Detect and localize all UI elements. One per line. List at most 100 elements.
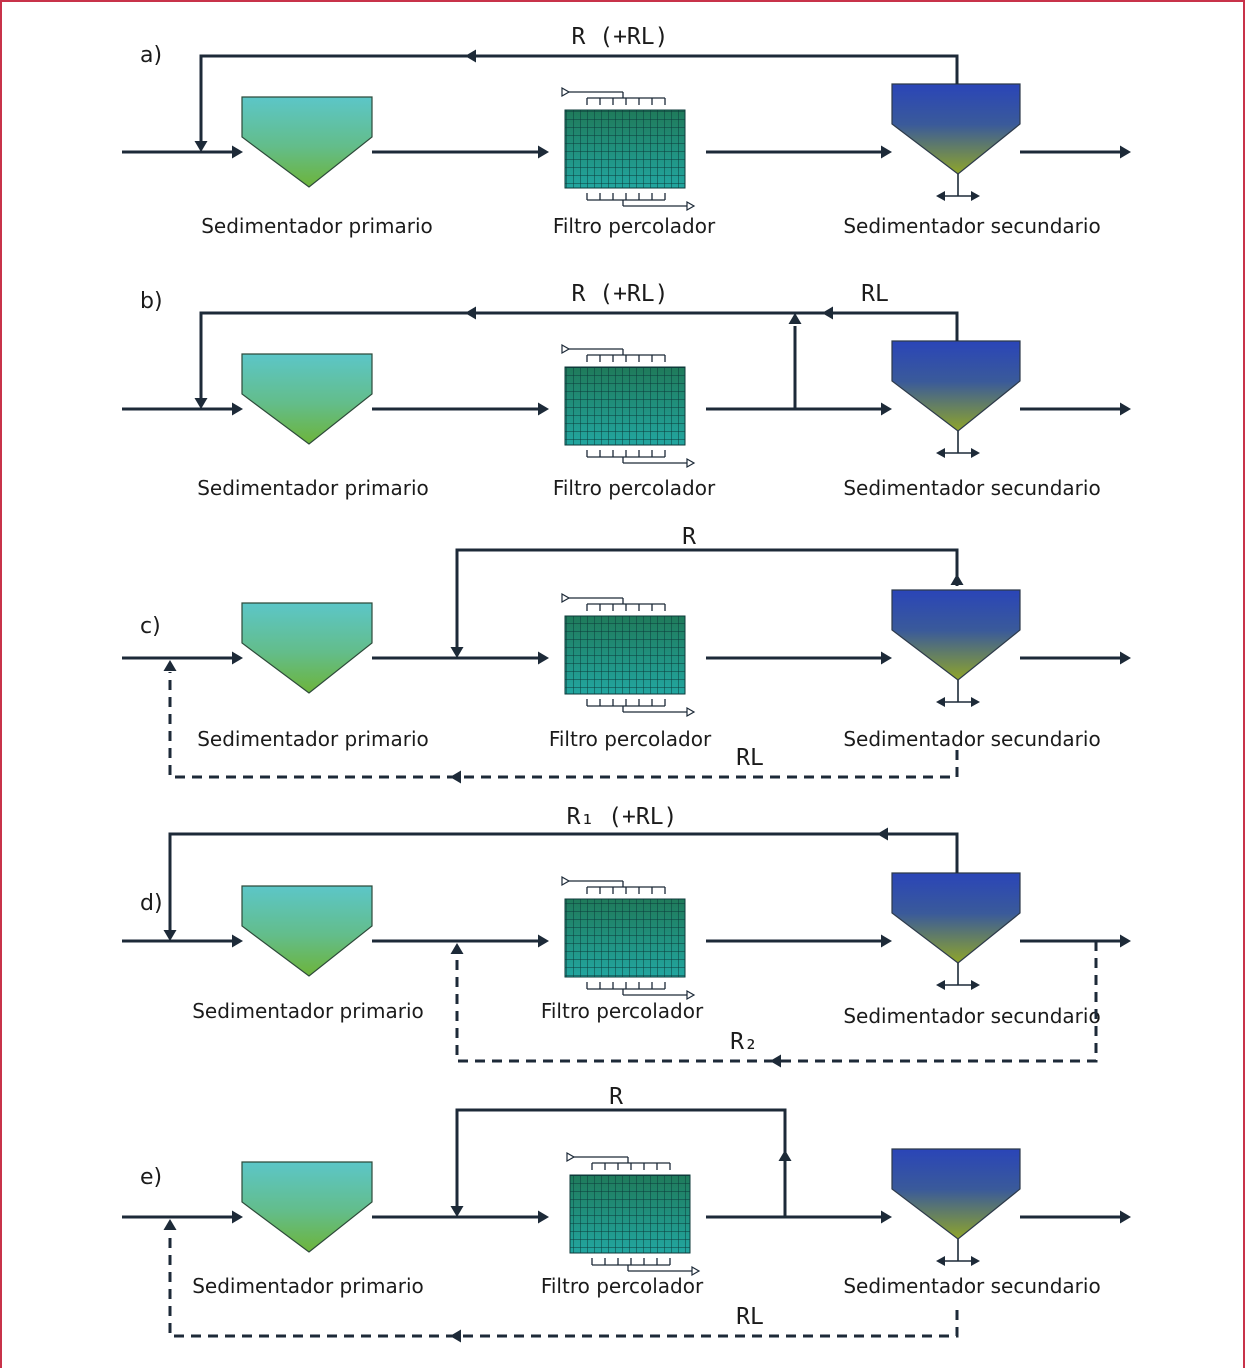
- arrow-head-icon: [936, 980, 945, 990]
- diagram-a: a) Sedimentador primario Filtro percolador…: [122, 24, 1131, 238]
- recirculation-label: R: [609, 1084, 623, 1110]
- trickling-filter-icon: [566, 1151, 701, 1277]
- trickling-filter-icon: [561, 86, 696, 212]
- recirculation-line: [199, 311, 959, 398]
- arrow-head-icon: [971, 1256, 980, 1266]
- sludge-recycle-label: RL: [736, 745, 764, 771]
- recirculation-label: R: [682, 524, 696, 550]
- diagram-c: c) Sedimentador primario Filtro percolador…: [122, 524, 1131, 784]
- sludge-recycle-label: RL: [736, 1304, 764, 1330]
- recirculation-label: RL: [861, 281, 889, 307]
- trickling-filter-icon: [561, 343, 696, 469]
- arrow-head-icon: [936, 448, 945, 458]
- primary-sedimentation-tank-icon: [241, 96, 373, 188]
- secondary-tank-label: Sedimentador secundario: [843, 727, 1100, 751]
- recirculation-line: [455, 548, 959, 647]
- arrow-head-icon: [881, 402, 892, 416]
- diagram-d: d) Sedimentador primario Filtro percolador…: [122, 804, 1131, 1068]
- arrow-head-icon: [822, 306, 833, 320]
- trickling-filter-icon: [561, 875, 696, 1001]
- trickling-filter-icon: [561, 592, 696, 718]
- secondary-recirculation-label: R₂: [730, 1029, 758, 1055]
- secondary-tank-label: Sedimentador secundario: [843, 214, 1100, 238]
- arrow-head-icon: [788, 313, 802, 324]
- primary-sedimentation-tank-icon: [241, 602, 373, 694]
- arrow-head-icon: [936, 1256, 945, 1266]
- primary-tank-label: Sedimentador primario: [192, 1274, 424, 1298]
- arrow-head-icon: [538, 145, 549, 159]
- secondary-sedimentation-tank-icon: [891, 83, 1021, 175]
- arrow-head-icon: [881, 1210, 892, 1224]
- arrow-head-icon: [232, 145, 243, 159]
- arrow-head-icon: [971, 448, 980, 458]
- arrow-head-icon: [881, 934, 892, 948]
- secondary-tank-label: Sedimentador secundario: [843, 476, 1100, 500]
- recirculation-label: R (+RL): [572, 281, 669, 307]
- arrow-head-icon: [163, 660, 177, 671]
- diagram-letter: a): [140, 43, 162, 68]
- arrow-head-icon: [465, 306, 476, 320]
- arrow-head-icon: [538, 1210, 549, 1224]
- arrow-head-icon: [194, 141, 208, 152]
- recirculation-line: [168, 832, 959, 930]
- arrow-head-icon: [163, 1219, 177, 1230]
- primary-sedimentation-tank-icon: [241, 1161, 373, 1253]
- arrow-head-icon: [1120, 402, 1131, 416]
- arrow-head-icon: [1120, 651, 1131, 665]
- arrow-head-icon: [1120, 934, 1131, 948]
- diagram-letter: c): [140, 614, 161, 639]
- arrow-head-icon: [538, 934, 549, 948]
- arrow-head-icon: [450, 1206, 464, 1217]
- primary-tank-label: Sedimentador primario: [192, 999, 424, 1023]
- arrow-head-icon: [936, 191, 945, 201]
- secondary-sedimentation-tank-icon: [891, 340, 1021, 432]
- diagram-letter: d): [140, 891, 163, 916]
- arrow-head-icon: [232, 1210, 243, 1224]
- arrow-head-icon: [465, 49, 476, 63]
- arrow-head-icon: [936, 697, 945, 707]
- filter-label: Filtro percolador: [549, 727, 712, 751]
- arrow-head-icon: [232, 934, 243, 948]
- secondary-sedimentation-tank-icon: [891, 1148, 1021, 1240]
- arrow-head-icon: [232, 402, 243, 416]
- filter-label: Filtro percolador: [553, 214, 716, 238]
- recirculation-label: R (+RL): [572, 24, 669, 50]
- filter-label: Filtro percolador: [553, 476, 716, 500]
- secondary-tank-label: Sedimentador secundario: [843, 1004, 1100, 1028]
- primary-sedimentation-tank-icon: [241, 885, 373, 977]
- arrow-head-icon: [450, 647, 464, 658]
- filter-label: Filtro percolador: [541, 1274, 704, 1298]
- arrow-head-icon: [194, 398, 208, 409]
- recirculation-label: R₁ (+RL): [567, 804, 678, 830]
- arrow-head-icon: [538, 402, 549, 416]
- diagram-letter: b): [140, 289, 163, 314]
- recirculation-line: [455, 1108, 787, 1217]
- arrow-head-icon: [450, 943, 464, 954]
- arrow-head-icon: [770, 1054, 781, 1068]
- filter-label: Filtro percolador: [541, 999, 704, 1023]
- arrow-head-icon: [538, 651, 549, 665]
- arrow-head-icon: [778, 1150, 792, 1161]
- arrow-head-icon: [163, 930, 177, 941]
- secondary-sedimentation-tank-icon: [891, 589, 1021, 681]
- arrow-head-icon: [950, 574, 964, 585]
- arrow-head-icon: [450, 770, 461, 784]
- secondary-sedimentation-tank-icon: [891, 872, 1021, 964]
- primary-tank-label: Sedimentador primario: [201, 214, 433, 238]
- secondary-tank-label: Sedimentador secundario: [843, 1274, 1100, 1298]
- arrow-head-icon: [232, 651, 243, 665]
- arrow-head-icon: [881, 145, 892, 159]
- diagram-letter: e): [140, 1165, 162, 1190]
- arrow-head-icon: [881, 651, 892, 665]
- arrow-head-icon: [1120, 1210, 1131, 1224]
- primary-tank-label: Sedimentador primario: [197, 727, 429, 751]
- primary-sedimentation-tank-icon: [241, 353, 373, 445]
- arrow-head-icon: [877, 827, 888, 841]
- arrow-head-icon: [1120, 145, 1131, 159]
- arrow-head-icon: [971, 980, 980, 990]
- recirculation-line: [199, 54, 959, 141]
- secondary-recirculation-line: [455, 941, 1098, 1063]
